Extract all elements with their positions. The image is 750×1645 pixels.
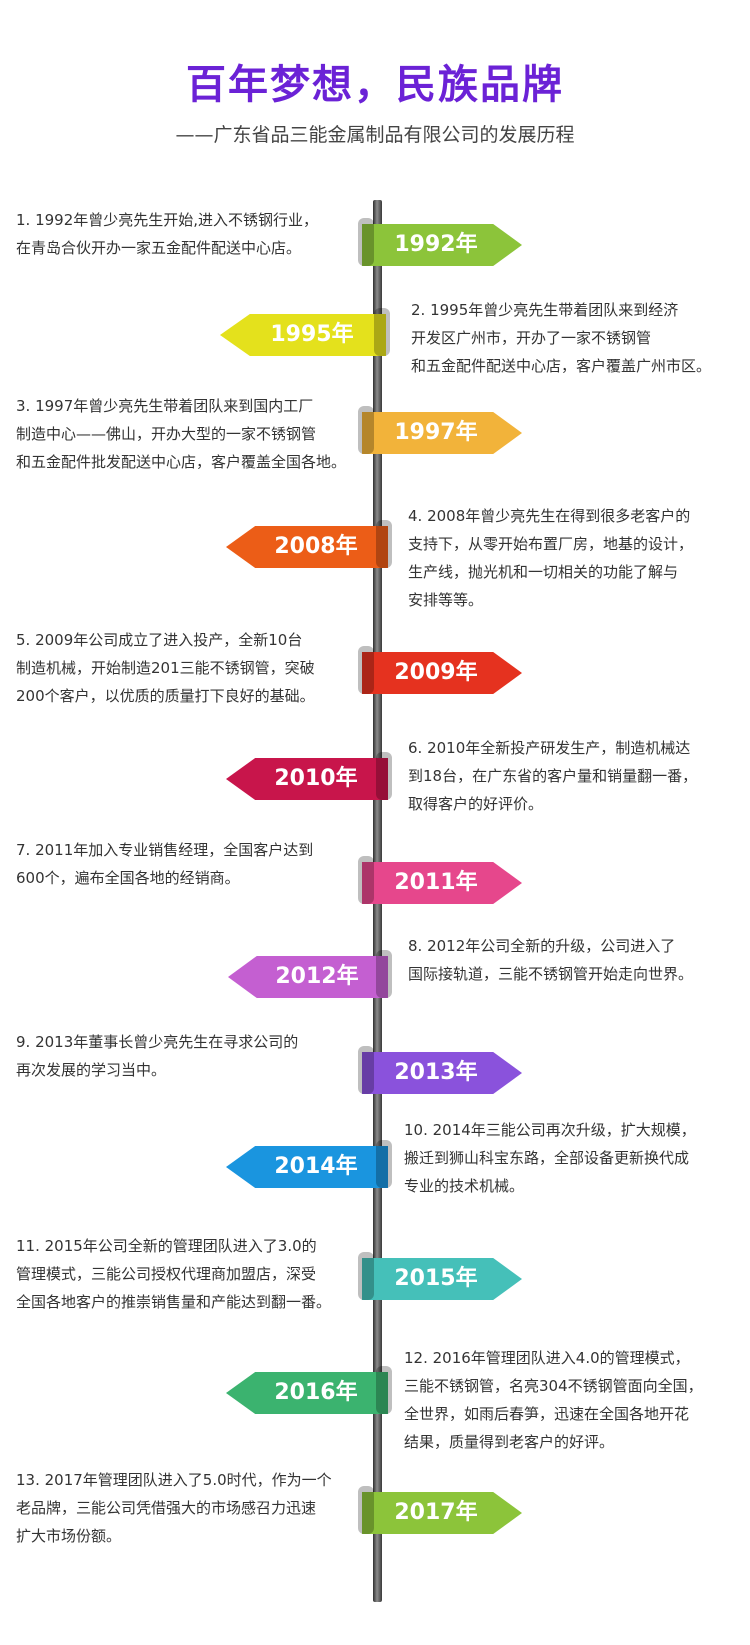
flag-fold <box>376 1140 392 1188</box>
timeline-entry-text: 10. 2014年三能公司再次升级，扩大规模， 搬迁到狮山科宝东路，全部设备更新… <box>404 1121 696 1195</box>
timeline-entry-text: 12. 2016年管理团队进入4.0的管理模式， 三能不锈钢管，名亮304不锈钢… <box>404 1349 703 1451</box>
year-label: 2012年 <box>275 964 359 989</box>
year-label: 2015年 <box>394 1266 478 1291</box>
year-flag-2009: 2009年 <box>358 646 522 694</box>
flag-fold <box>376 752 392 800</box>
year-flag-1992: 1992年 <box>358 218 522 266</box>
year-label: 2008年 <box>274 534 358 559</box>
timeline-entry-text: 6. 2010年全新投产研发生产，制造机械达 到18台，在广东省的客户量和销量翻… <box>408 739 698 813</box>
timeline-entry-text: 7. 2011年加入专业销售经理，全国客户达到 600个，遍布全国各地的经销商。 <box>16 841 314 887</box>
flag-fold <box>358 1046 374 1094</box>
year-label: 2010年 <box>274 766 358 791</box>
flag-shape <box>228 956 388 998</box>
flag-shape <box>362 1052 522 1094</box>
year-flag-2014: 2014年 <box>226 1140 392 1188</box>
year-flag-2011: 2011年 <box>358 856 522 904</box>
year-label: 2011年 <box>394 870 478 895</box>
flag-shape <box>362 652 522 694</box>
flag-shape <box>220 314 386 356</box>
flag-fold <box>376 1366 392 1414</box>
year-flag-2016: 2016年 <box>226 1366 392 1414</box>
timeline-entry-text: 3. 1997年曾少亮先生带着团队来到国内工厂 制造中心——佛山，开办大型的一家… <box>16 397 347 471</box>
flag-shape <box>226 758 388 800</box>
year-label: 1992年 <box>394 232 478 257</box>
flag-shape <box>226 1372 388 1414</box>
year-flag-1997: 1997年 <box>358 406 522 454</box>
year-flag-2010: 2010年 <box>226 752 392 800</box>
flag-fold <box>358 1252 374 1300</box>
year-flag-2017: 2017年 <box>358 1486 522 1534</box>
flag-shape <box>362 1492 522 1534</box>
flag-fold <box>358 646 374 694</box>
year-label: 2017年 <box>394 1500 478 1525</box>
timeline-entry-text: 9. 2013年董事长曾少亮先生在寻求公司的 再次发展的学习当中。 <box>16 1033 299 1079</box>
year-flag-2015: 2015年 <box>358 1252 522 1300</box>
timeline-entry-text: 13. 2017年管理团队进入了5.0时代，作为一个 老品牌，三能公司凭借强大的… <box>16 1471 332 1545</box>
year-label: 1997年 <box>394 420 478 445</box>
flag-fold <box>358 218 374 266</box>
year-flag-2008: 2008年 <box>226 520 392 568</box>
flag-shape <box>362 412 522 454</box>
flag-shape <box>226 1146 388 1188</box>
year-label: 2014年 <box>274 1154 358 1179</box>
flag-shape <box>362 1258 522 1300</box>
year-flag-1995: 1995年 <box>220 308 390 356</box>
flag-fold <box>358 1486 374 1534</box>
year-label: 2016年 <box>274 1380 358 1405</box>
flag-fold <box>374 308 390 356</box>
year-flag-2013: 2013年 <box>358 1046 522 1094</box>
flag-shape <box>362 862 522 904</box>
flag-shape <box>226 526 388 568</box>
page-subtitle: ——广东省品三能金属制品有限公司的发展历程 <box>175 124 575 146</box>
timeline-entry-text: 2. 1995年曾少亮先生带着团队来到经济 开发区广州市，开办了一家不锈钢管 和… <box>411 301 712 375</box>
timeline-entry-text: 11. 2015年公司全新的管理团队进入了3.0的 管理模式，三能公司授权代理商… <box>16 1237 332 1311</box>
flag-fold <box>358 856 374 904</box>
year-flag-2012: 2012年 <box>228 950 392 998</box>
timeline-entry-text: 8. 2012年公司全新的升级，公司进入了 国际接轨道，三能不锈钢管开始走向世界… <box>408 937 694 983</box>
year-label: 2009年 <box>394 660 478 685</box>
flag-shape <box>362 224 522 266</box>
timeline-entry-text: 4. 2008年曾少亮先生在得到很多老客户的 支持下，从零开始布置厂房，地基的设… <box>408 507 694 609</box>
timeline-entry-text: 5. 2009年公司成立了进入投产，全新10台 制造机械，开始制造201三能不锈… <box>16 631 315 705</box>
year-label: 1995年 <box>270 322 354 347</box>
flag-fold <box>376 950 392 998</box>
flag-fold <box>376 520 392 568</box>
page-title: 百年梦想，民族品牌 <box>186 62 564 108</box>
flag-fold <box>358 406 374 454</box>
year-label: 2013年 <box>394 1060 478 1085</box>
timeline-entry-text: 1. 1992年曾少亮先生开始,进入不锈钢行业， 在青岛合伙开办一家五金配件配送… <box>16 211 319 257</box>
